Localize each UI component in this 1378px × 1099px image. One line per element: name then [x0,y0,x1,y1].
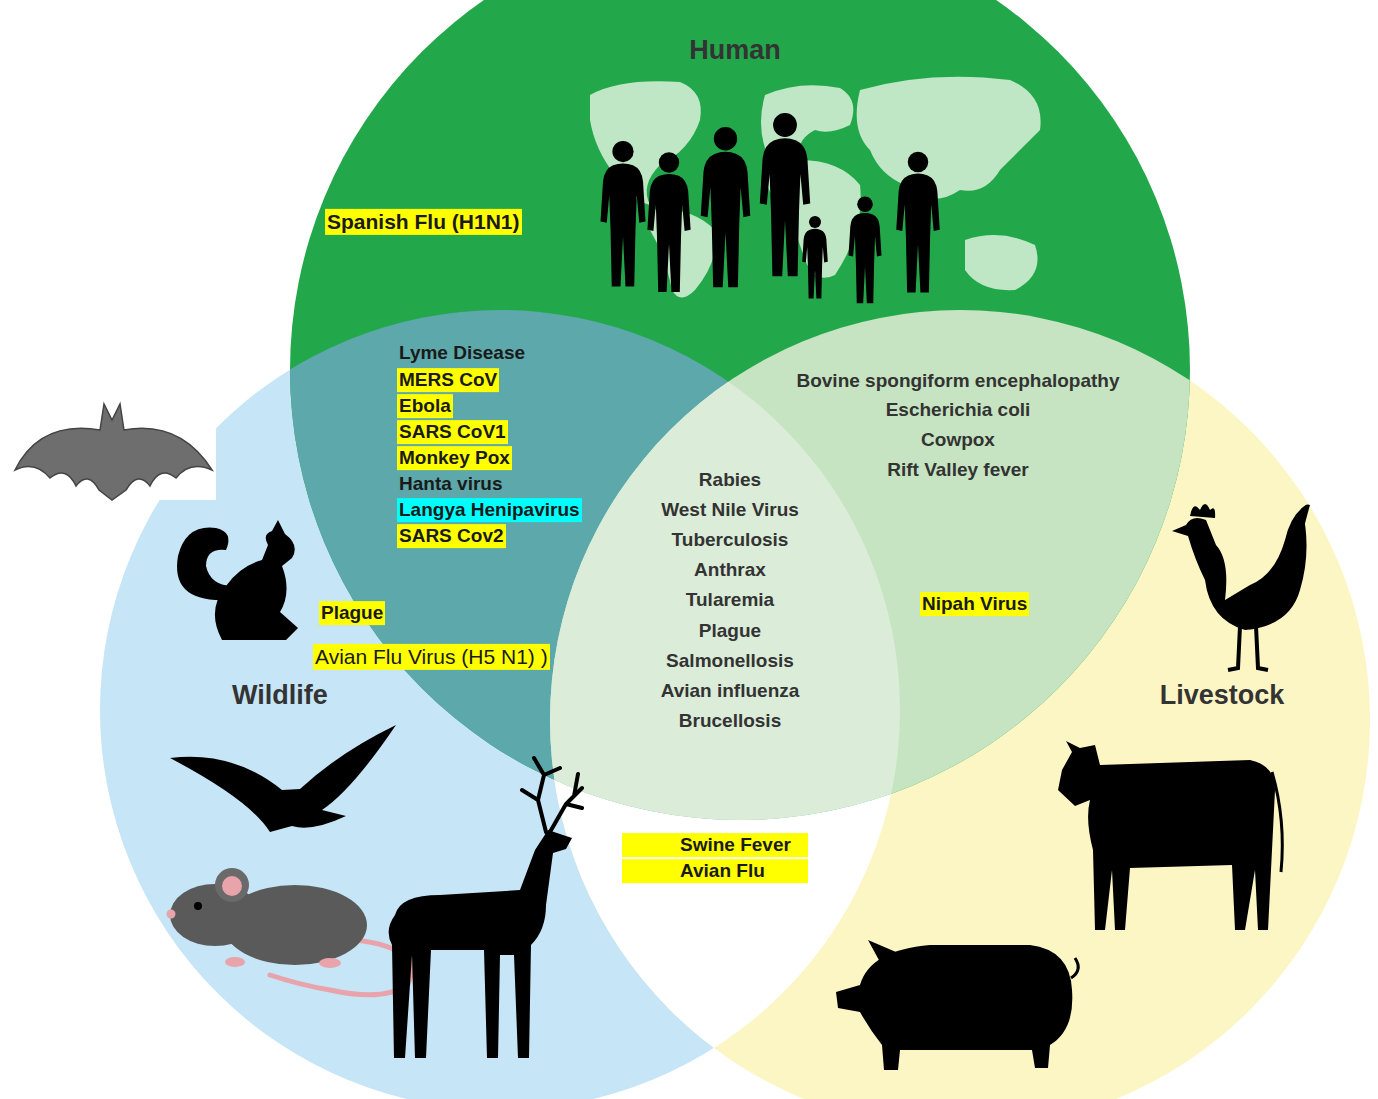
disease-label: Salmonellosis [664,649,796,673]
circle-heading: Livestock [1160,680,1285,711]
disease-label: Tularemia [684,588,776,612]
bat-illustration [0,385,216,500]
people-silhouettes [601,113,940,303]
mouse-illustration [167,910,176,919]
people-silhouettes [760,113,810,276]
disease-label: Plague [319,601,385,625]
disease-label: Lyme Disease [397,341,527,365]
circle-heading: Human [689,35,781,66]
deer-silhouette [522,758,582,832]
rooster-silhouette [1172,508,1307,630]
disease-label: Hanta virus [397,472,504,496]
venn-fills [100,310,1370,1099]
pig-silhouette [1071,958,1078,978]
venn-fills [550,310,1370,1099]
cow-silhouette [1058,741,1275,930]
disease-label: Avian Flu [622,859,808,883]
bat-illustration [0,385,216,500]
disease-label: Rabies [697,468,763,492]
disease-label: Spanish Flu (H1N1) [325,209,522,235]
rooster-silhouette [1228,626,1268,670]
disease-label: Cowpox [919,428,997,452]
disease-label: Nipah Virus [920,592,1029,616]
rooster-silhouette [1190,504,1215,518]
deer-silhouette [389,830,572,1058]
venn-fills [550,310,1370,1099]
people-silhouettes [849,196,882,303]
disease-label: Monkey Pox [397,446,512,470]
disease-label: SARS CoV1 [397,420,508,444]
mouse-illustration [222,876,242,896]
bird-silhouette [170,725,396,832]
disease-label: Plague [697,619,763,643]
bat-illustration [15,404,212,500]
venn-fills [550,310,1370,1099]
cow-silhouette [1058,741,1282,930]
disease-label: MERS CoV [397,368,499,392]
people-silhouettes [601,141,646,287]
venn-fills [100,0,1370,1099]
disease-label: Brucellosis [677,709,783,733]
mouse-illustration [319,958,341,968]
cow-silhouette [1272,772,1282,872]
world-map [965,235,1038,290]
world-map [857,77,1041,199]
bird-silhouette [170,725,396,832]
mouse-illustration [225,957,245,967]
disease-label: Rift Valley fever [885,458,1031,482]
mouse-illustration [194,902,202,910]
pig-silhouette [868,940,896,962]
rooster-silhouette [1172,504,1310,670]
disease-label: Avian Flu Virus (H5 N1) ) [313,644,550,670]
people-silhouettes [802,216,828,299]
squirrel-silhouette [215,520,298,640]
venn-circle: Livestock [550,310,1370,1099]
disease-label: Escherichia coli [884,398,1033,422]
disease-label: Anthrax [692,558,768,582]
rooster-silhouette [1285,505,1310,561]
squirrel-silhouette [177,520,298,640]
disease-label: SARS Cov2 [397,524,506,548]
people-silhouettes [647,152,690,292]
venn-fills [550,310,1370,1099]
people-silhouettes [701,127,751,287]
venn-fills [550,310,1370,1099]
disease-label: West Nile Virus [659,498,801,522]
circle-heading: Wildlife [232,680,328,711]
mouse-illustration [167,868,412,995]
disease-label: Ebola [397,394,453,418]
deer-silhouette [389,758,582,1058]
people-silhouettes [896,152,940,293]
pig-silhouette [836,940,1078,1070]
pig-silhouette [836,945,1072,1070]
disease-label: Swine Fever [622,833,808,857]
disease-label: Tuberculosis [670,528,791,552]
venn-fills [550,310,1370,1099]
disease-label: Langya Henipavirus [397,498,582,522]
mouse-illustration [215,868,249,902]
disease-label: Bovine spongiform encephalopathy [794,369,1121,393]
disease-label: Avian influenza [659,679,802,703]
